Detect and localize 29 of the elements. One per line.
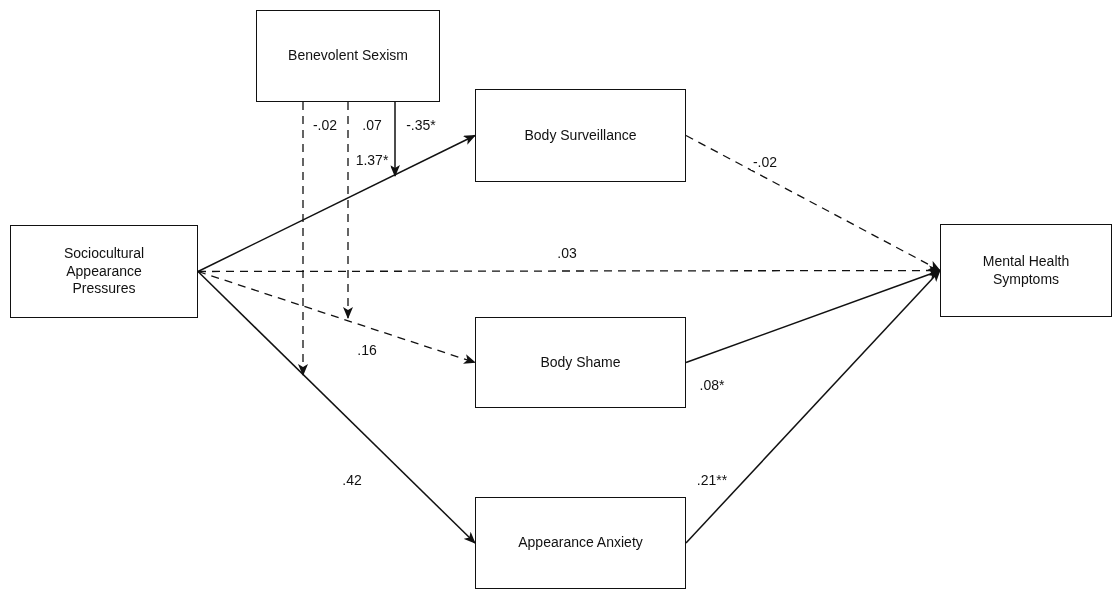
process-box — [256, 10, 440, 102]
process-box — [475, 497, 686, 589]
arrow — [685, 269, 941, 544]
edge-label: .03 — [555, 245, 579, 261]
process-box — [10, 225, 198, 318]
process-box — [940, 224, 1112, 317]
arrow — [390, 101, 400, 177]
box-label: Benevolent Sexism — [287, 47, 409, 65]
box-label: Body Shame — [539, 353, 622, 372]
arrow — [197, 270, 476, 544]
edge-label: .07 — [360, 117, 384, 133]
box-label: Body Surveillance — [523, 126, 638, 145]
box-label: Mental Health Symptoms — [981, 253, 1071, 288]
box-label: Sociocultural Appearance Pressures — [62, 245, 146, 298]
arrow — [298, 101, 308, 376]
process-box — [475, 317, 686, 408]
box-label: Appearance Anxiety — [517, 534, 644, 552]
edge-label: .08* — [697, 377, 727, 393]
edge-label: 1.37* — [353, 152, 391, 168]
edge-label: .16 — [355, 342, 379, 358]
edge-label: -.02 — [750, 154, 780, 170]
arrow — [343, 101, 353, 319]
arrow — [685, 134, 941, 272]
edge-label: .42 — [340, 472, 364, 488]
edge-label: -.35* — [404, 117, 438, 133]
edge-label: -.02 — [310, 117, 340, 133]
process-box — [475, 89, 686, 182]
arrow — [197, 134, 476, 273]
arrow — [197, 270, 476, 364]
